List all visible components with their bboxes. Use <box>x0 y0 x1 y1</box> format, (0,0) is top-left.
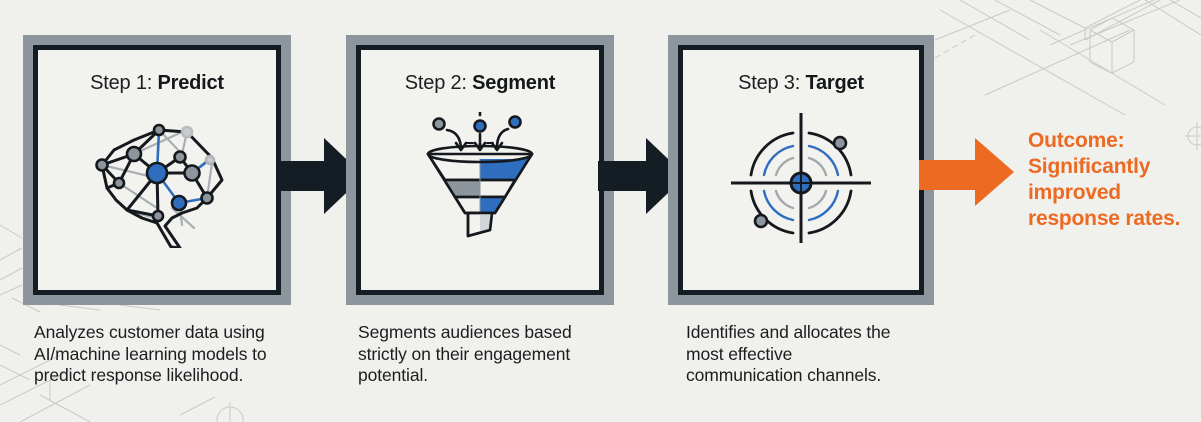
step-3-name: Target <box>805 72 864 94</box>
description-line: predict response likelihood. <box>34 365 244 385</box>
description-line: AI/machine learning models to <box>34 343 267 364</box>
description-line: strictly on their engagement <box>358 343 571 364</box>
arrow-step2-to-step3 <box>598 138 686 214</box>
step-1-description: Analyzes customer data using AI/machine … <box>34 322 267 387</box>
step-2-card: Step 2: Segment <box>346 35 614 305</box>
step-1-card-inner: Step 1: Predict <box>33 45 281 295</box>
description-line: communication channels. <box>686 365 882 385</box>
description-line: Identifies and allocates the <box>686 322 891 342</box>
crosshair-target-icon <box>731 113 871 243</box>
step-3-card: Step 3: Target <box>668 35 934 305</box>
step-3-card-inner: Step 3: Target <box>678 45 924 295</box>
arrow-to-outcome <box>919 138 1014 206</box>
step-2-description: Segments audiences based strictly on the… <box>358 322 572 387</box>
funnel-icon <box>426 112 534 238</box>
step-1-card: Step 1: Predict <box>23 35 291 305</box>
step-2-prefix: Step 2: <box>404 72 473 94</box>
description-line: Analyzes customer data using <box>34 322 265 342</box>
arrow-step1-to-step2 <box>276 138 364 214</box>
step-1-name: Predict <box>157 72 224 94</box>
outcome-line: response rates. <box>1028 207 1181 230</box>
step-2-card-inner: Step 2: Segment <box>356 45 604 295</box>
brain-network-icon <box>95 123 224 248</box>
outcome-line: improved <box>1028 181 1121 204</box>
outcome-line: Outcome: <box>1028 129 1125 152</box>
step-1-prefix: Step 1: <box>90 72 158 94</box>
outcome-line: Significantly <box>1028 155 1151 178</box>
description-line: potential. <box>358 365 429 385</box>
step-2-title: Step 2: Segment <box>361 72 599 95</box>
step-3-description: Identifies and allocates the most effect… <box>686 322 891 387</box>
step-3-prefix: Step 3: <box>738 72 806 94</box>
description-line: Segments audiences based <box>358 322 572 342</box>
description-line: most effective <box>686 343 793 364</box>
outcome-text: Outcome: Significantly improved response… <box>1028 128 1180 232</box>
step-2-name: Segment <box>472 72 556 94</box>
step-1-title: Step 1: Predict <box>38 72 276 95</box>
step-3-title: Step 3: Target <box>683 72 919 95</box>
